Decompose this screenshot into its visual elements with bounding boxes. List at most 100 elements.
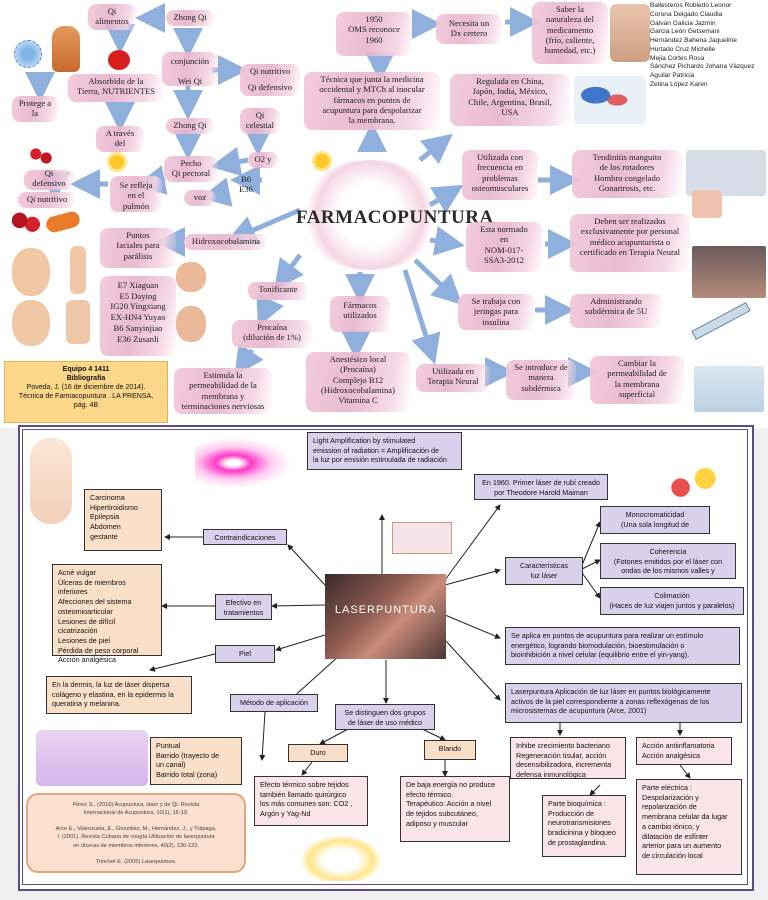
node-bg <box>248 152 278 168</box>
laserpuntura-photo <box>325 574 446 659</box>
authors-list: Ballesteros Robledo Leonor Corona Delgad… <box>650 2 768 90</box>
contraindicaciones-box: Contraindicaciones <box>203 529 287 545</box>
qi-nutritivo-node: Qi nutritivo <box>249 66 291 76</box>
team-reference-box: Equipo 4 1411 Bibliografía Poveda, J. (1… <box>4 361 168 423</box>
bibliography-heading: Bibliografía <box>66 375 106 383</box>
contraindicaciones-list: Carcinoma Hipertiroidismo Epilepsia Abdo… <box>84 489 162 551</box>
author: Ballesteros Robledo Leonor <box>650 2 732 9</box>
blood-cells-illustration <box>10 210 42 236</box>
knee-photo <box>692 190 722 218</box>
regulada-node: Regulada en China, Japón, India, México,… <box>468 76 552 117</box>
node-bg <box>240 108 280 134</box>
laser-beam-illustration <box>195 438 291 488</box>
acupuncture-photo <box>692 246 766 298</box>
face-illustration <box>176 262 206 292</box>
node-bg <box>68 74 164 102</box>
puntual-box: Puntual Barrido (trayecto de un canal) B… <box>150 737 242 785</box>
node-bg <box>12 96 58 122</box>
author: Hurtado Cruz Michelle <box>650 45 716 53</box>
voz-node: voz <box>193 192 207 202</box>
node-bg <box>110 176 162 212</box>
blando-text-box: De baja energía no produce efecto térmic… <box>400 776 510 842</box>
node-bg <box>306 352 410 412</box>
node-bg <box>162 52 218 86</box>
node-bg <box>458 294 534 330</box>
laserpuntura-def-box: Laserpuntura Aplicación de luz láser en … <box>505 683 742 723</box>
world-map-illustration <box>574 76 646 124</box>
light-amplification-box: Light Amplification by stimulated emissi… <box>307 432 462 470</box>
monocromaticidad-box: Monocromaticidad (Una sola longitud de <box>600 506 710 534</box>
laser-references: Pérez S., (2016) Acupuntura, láser y de … <box>26 793 246 873</box>
qi-alimentos-node: Qi alimentos <box>95 6 129 27</box>
absorbido-node: Absorbido de la Tierra, NUTRIENTES <box>77 76 155 97</box>
duro-box: Duro <box>288 744 348 762</box>
node-bg <box>462 150 538 200</box>
tonificante-node: Tonificante <box>258 284 298 294</box>
saber-naturaleza-node: Saber la naturaleza del medicamento (frí… <box>544 4 596 56</box>
tooth-illustration <box>300 835 382 881</box>
sun-icon <box>315 154 329 168</box>
cambiar-node: Cambiar la permeabilidad de la membrana … <box>607 358 667 399</box>
face-illustration <box>12 248 50 296</box>
face-illustration <box>176 306 206 342</box>
membrane-illustration <box>694 366 764 412</box>
zhong-qi-node: Zhong Qi <box>173 12 207 22</box>
node-bg <box>436 14 502 44</box>
qi-celestial-node: Qi celestial <box>245 110 275 131</box>
node-bg <box>570 294 662 328</box>
node-bg <box>166 118 214 134</box>
bioquimica-box: Parte bioquímica : Producción de neurotr… <box>542 795 626 857</box>
qi-defensivo-node: Qi defensivo <box>247 82 293 92</box>
laserpuntura-frame-inner <box>22 429 748 885</box>
node-bg <box>184 234 268 250</box>
node-bg <box>232 320 312 348</box>
aplica-box: Se aplica en puntos de acupuntura para r… <box>505 627 740 665</box>
leg-illustration <box>70 246 86 294</box>
zhong-qi-mid-node: Zhong Qi <box>173 120 207 130</box>
body-illustration <box>52 26 80 72</box>
node-bg <box>24 170 74 190</box>
dermis-box: En la dermis, la luz de láser dispersa c… <box>46 676 192 714</box>
acupoints-list: E7 Xiaguan E5 Daying IG20 Yingxiang EX-H… <box>110 280 166 344</box>
antiinflamatoria-box: Acción antiinflamatoria Acción analgésic… <box>636 737 732 765</box>
node-bg <box>88 4 136 30</box>
author: Mejia Cortes Rosa <box>650 54 705 62</box>
author: Sánchez Pichardo Johana Vázquez Aguilar … <box>650 63 755 80</box>
metodo-aplicacion-box: Método de aplicación <box>230 694 318 712</box>
conjuncion-node: conjunción <box>170 56 210 66</box>
reference-line: Técnica de Farmacopuntura . LA PRENSA, <box>18 393 154 401</box>
deben-node: Deben ser realizados exclusivamente por … <box>579 216 681 257</box>
node-bg <box>96 126 144 152</box>
shoulder-photo <box>610 4 650 62</box>
jeringas-node: Se trabaja con jeringas para insulina <box>471 296 521 327</box>
farmacopuntura-title: FARMACOPUNTURA <box>296 207 494 228</box>
node-bg <box>100 276 176 356</box>
node-bg <box>240 64 300 96</box>
team-name: Equipo 4 1411 <box>62 366 110 373</box>
node-bg <box>184 190 216 206</box>
protege-node: Protege a la <box>18 98 52 119</box>
author: Zetina López Karen <box>650 80 708 88</box>
osteo-list: Tendinitis manguito de los rotadores Hom… <box>592 152 662 193</box>
se-refleja-node: Se refleja en el pulmón <box>119 180 153 211</box>
utilizada-osteo-node: Utilizada con frecuencia en problemas os… <box>471 152 529 193</box>
author: Corona Delgado Claudia <box>650 10 723 18</box>
node-bg <box>590 356 684 404</box>
node-bg <box>330 296 390 332</box>
farmacos-list: Anestésico local (Procaína) Complejo B12… <box>321 354 395 406</box>
cartoon-illustration <box>656 460 738 506</box>
oms-node: 1950 OMS reconoce 1960 <box>348 14 400 45</box>
apple-icon <box>108 50 130 70</box>
node-bg <box>304 72 440 130</box>
reference-line: Poveda, J. (16 de diciembre de 2014). <box>26 384 146 392</box>
woman-face-illustration <box>30 438 72 524</box>
laser-device-illustration <box>392 522 452 554</box>
electrica-box: Parte eléctrica : Despolarización y repo… <box>636 779 742 875</box>
spa-illustration <box>36 730 148 786</box>
knee-photo <box>686 150 766 196</box>
pecho-node: Pecho Qi pectoral <box>171 158 211 179</box>
cell-illustration <box>14 40 42 68</box>
hidroxocobalamina-node: Hidroxocobalamina <box>191 236 261 246</box>
subdermica-node: Se introduce de manera subdérmica <box>514 362 568 393</box>
